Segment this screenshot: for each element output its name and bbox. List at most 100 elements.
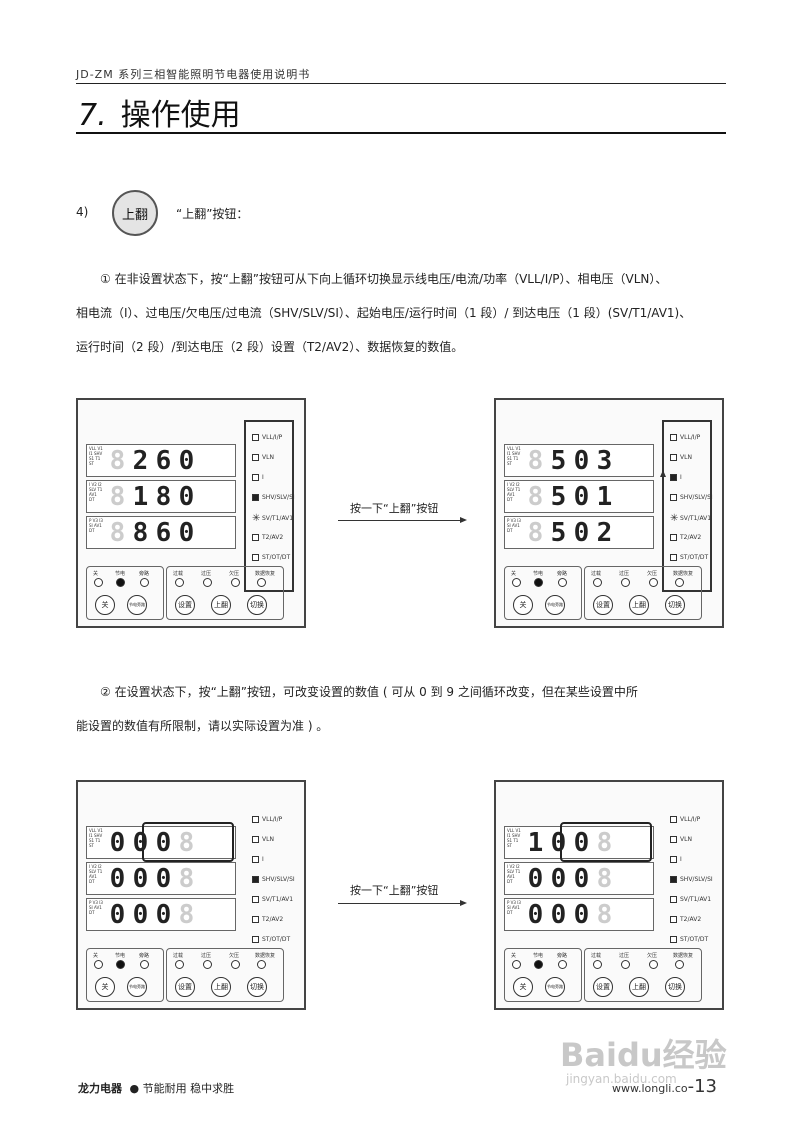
status-led-icon xyxy=(140,578,149,587)
section-number: 7. xyxy=(78,98,107,133)
digit: 0 xyxy=(178,446,195,476)
indicator-led-icon xyxy=(670,876,677,883)
led-label: 数据恢复 xyxy=(255,953,276,959)
switch-key[interactable]: 切换 xyxy=(665,977,685,997)
led-label: 欠压 xyxy=(647,571,658,577)
status-led-icon xyxy=(175,960,184,969)
set-key[interactable]: 设置 xyxy=(175,977,195,997)
digit: 8 xyxy=(527,446,544,476)
watermark-url: jingyan.baidu.com xyxy=(566,1072,677,1086)
row-label: VLL V1 I1 SHV S1 T1 ST xyxy=(89,828,103,848)
watermark-logo: Baidu经验 xyxy=(560,1036,727,1074)
setting-highlight-box xyxy=(560,822,652,862)
status-led-icon xyxy=(512,960,521,969)
digit: 0 xyxy=(132,900,149,930)
setting-highlight-box xyxy=(142,822,234,862)
indicator-item: ST/OT/DT xyxy=(670,554,708,561)
led-label: 过压 xyxy=(201,953,212,959)
button-area: 关节电旁路关节电旁路过载过压欠压数据恢复设置上翻切换 xyxy=(504,948,714,1006)
digit: 5 xyxy=(550,482,567,512)
bullet-icon: ● xyxy=(129,1082,140,1095)
digit: 8 xyxy=(155,482,172,512)
status-led-icon xyxy=(203,960,212,969)
led-label: 节电 xyxy=(533,953,544,959)
indicator-label: VLN xyxy=(262,454,274,461)
off-key[interactable]: 关 xyxy=(95,595,115,615)
digit: 0 xyxy=(132,828,149,858)
off-key[interactable]: 关 xyxy=(513,977,533,997)
up-key[interactable]: 上翻 xyxy=(629,977,649,997)
indicator-led-icon xyxy=(670,474,677,481)
status-led-icon xyxy=(257,578,266,587)
digit: 0 xyxy=(550,900,567,930)
off-key[interactable]: 关 xyxy=(513,595,533,615)
row-label: I V2 I2 SLV T1 AV1 DT xyxy=(89,864,103,884)
set-key[interactable]: 设置 xyxy=(593,977,613,997)
up-key[interactable]: 上翻 xyxy=(211,595,231,615)
up-key[interactable]: 上翻 xyxy=(629,595,649,615)
up-button-label: 上翻 xyxy=(121,207,148,223)
indicator-led-icon xyxy=(252,434,259,441)
indicator-led-icon xyxy=(252,554,259,561)
indicator-led-icon xyxy=(670,836,677,843)
title-rule xyxy=(76,132,726,134)
bypass-key[interactable]: 节电旁路 xyxy=(545,977,565,997)
page-number: -13 xyxy=(687,1076,718,1097)
switch-key[interactable]: 切换 xyxy=(247,977,267,997)
indicator-item: T2/AV2 xyxy=(670,534,701,541)
row-label: P V3 I3 SI AV1 DT xyxy=(507,900,521,915)
led-label: 过载 xyxy=(591,571,602,577)
set-key[interactable]: 设置 xyxy=(593,595,613,615)
indicator-item: VLN xyxy=(670,454,692,461)
indicator-item: VLL/I/P xyxy=(252,434,282,441)
digit: 8 xyxy=(596,864,613,894)
digit: 0 xyxy=(109,900,126,930)
up-arrow-head-icon xyxy=(660,470,666,477)
digit: 8 xyxy=(178,900,195,930)
indicator-led-icon xyxy=(252,856,259,863)
bypass-key[interactable]: 节电旁路 xyxy=(127,595,147,615)
digit: 3 xyxy=(596,446,613,476)
digit: 8 xyxy=(109,482,126,512)
indicator-label: ST/OT/DT xyxy=(680,554,709,561)
bypass-key[interactable]: 节电旁路 xyxy=(545,595,565,615)
off-key[interactable]: 关 xyxy=(95,977,115,997)
switch-key[interactable]: 切换 xyxy=(665,595,685,615)
indicator-led-icon xyxy=(252,876,259,883)
led-label: 旁路 xyxy=(139,953,150,959)
button-group-left: 关节电旁路关节电旁路 xyxy=(86,566,164,620)
footer-page: www.longli.co-13 xyxy=(612,1076,717,1097)
status-led-icon xyxy=(621,960,630,969)
button-group-left: 关节电旁路关节电旁路 xyxy=(86,948,164,1002)
button-area: 关节电旁路关节电旁路过载过压欠压数据恢复设置上翻切换 xyxy=(504,566,714,624)
digit: 8 xyxy=(109,446,126,476)
set-key[interactable]: 设置 xyxy=(175,595,195,615)
indicator-highlight-box xyxy=(244,420,294,592)
indicator-label: VLN xyxy=(680,454,692,461)
led-label: 欠压 xyxy=(647,953,658,959)
led-label: 过压 xyxy=(619,953,630,959)
status-led-icon xyxy=(558,960,567,969)
up-key[interactable]: 上翻 xyxy=(211,977,231,997)
indicator-led-icon xyxy=(670,534,677,541)
indicator-label: SV/T1/AV1 xyxy=(262,896,294,903)
digit: 8 xyxy=(596,828,613,858)
indicator-label: I xyxy=(262,474,264,481)
bypass-key[interactable]: 节电旁路 xyxy=(127,977,147,997)
digit: 0 xyxy=(155,900,172,930)
led-label: 数据恢复 xyxy=(673,571,694,577)
switch-key[interactable]: 切换 xyxy=(247,595,267,615)
status-led-icon xyxy=(94,960,103,969)
indicator-led-icon xyxy=(670,936,677,943)
button-group-left: 关节电旁路关节电旁路 xyxy=(504,566,582,620)
